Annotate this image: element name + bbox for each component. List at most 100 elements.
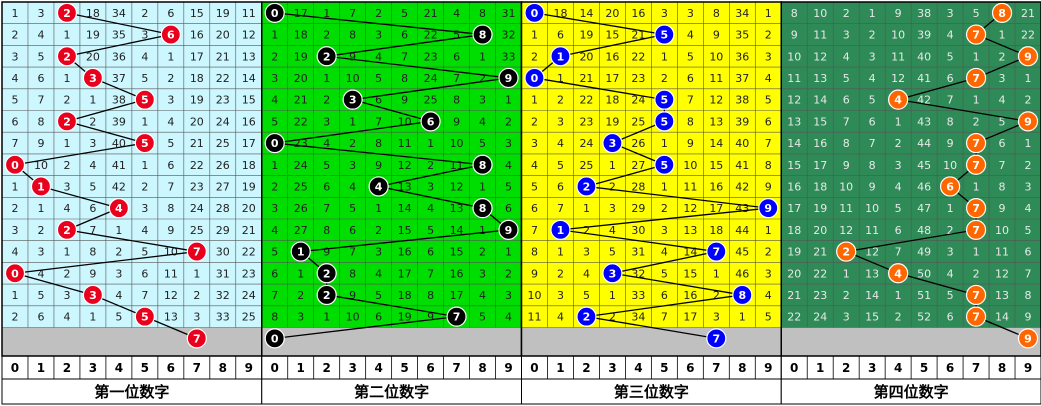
cell-value: 1 [843, 267, 850, 280]
cell-value: 1 [947, 202, 954, 215]
cell-value: 22 [813, 267, 827, 280]
cell-value: 9 [37, 137, 44, 150]
cell-value: 17 [605, 72, 619, 85]
hit-ball [524, 67, 545, 89]
cell-value: 10 [865, 202, 879, 215]
cell-value: 22 [579, 94, 593, 107]
cell-value: 3 [479, 94, 486, 107]
cell-value: 5 [427, 224, 434, 237]
cell-value: 3 [1025, 180, 1032, 193]
cell-value: 5 [947, 289, 954, 302]
cell-value: 46 [917, 180, 931, 193]
digit-label: 7 [193, 361, 201, 375]
hit-ball [550, 219, 571, 240]
cell-value: 10 [995, 224, 1009, 237]
cell-value: 46 [735, 267, 749, 280]
cell-value: 22 [190, 159, 204, 172]
cell-value: 7 [11, 137, 18, 150]
cell-value: 7 [895, 246, 902, 259]
cell-value: 19 [579, 29, 593, 42]
cell-value: 37 [735, 72, 749, 85]
cell-value: 6 [999, 137, 1006, 150]
digit-label: 9 [245, 361, 253, 375]
cell-value: 4 [687, 29, 694, 42]
cell-value: 5 [349, 202, 356, 215]
cell-value: 2 [63, 159, 70, 172]
cell-value: 13 [164, 311, 178, 324]
cell-value: 15 [242, 94, 256, 107]
cell-value: 40 [735, 137, 749, 150]
cell-value: 3 [37, 7, 44, 20]
cell-value: 3 [531, 137, 538, 150]
cell-value: 20 [242, 202, 256, 215]
hit-ball [186, 241, 207, 262]
digit-label: 0 [271, 361, 279, 375]
cell-value: 4 [583, 267, 590, 280]
cell-value: 10 [891, 29, 905, 42]
cell-value: 6 [843, 94, 850, 107]
cell-value: 1 [713, 267, 720, 280]
cell-value: 5 [141, 72, 148, 85]
cell-value: 51 [917, 289, 931, 302]
hit-ball-label: 0 [11, 267, 19, 280]
cell-value: 20 [86, 50, 100, 63]
cell-value: 6 [557, 180, 564, 193]
hit-ball-label: 8 [479, 29, 487, 42]
cell-value: 3 [323, 115, 330, 128]
cell-value: 18 [787, 224, 801, 237]
cell-value: 4 [141, 224, 148, 237]
cell-value: 6 [453, 50, 460, 63]
hit-ball-label: 5 [661, 94, 669, 107]
cell-value: 21 [216, 50, 230, 63]
cell-value: 4 [947, 267, 954, 280]
cell-value: 1 [479, 224, 486, 237]
digit-label: 1 [556, 361, 564, 375]
cell-value: 16 [190, 29, 204, 42]
hit-ball-label: 8 [998, 7, 1006, 20]
digit-label: 0 [530, 361, 538, 375]
hit-ball-label: 2 [323, 289, 331, 302]
cell-value: 2 [609, 311, 616, 324]
cell-value: 6 [895, 224, 902, 237]
cell-value: 1 [661, 50, 668, 63]
hit-ball-label: 6 [946, 180, 954, 193]
cell-value: 31 [216, 267, 230, 280]
cell-value: 6 [557, 29, 564, 42]
cell-value: 44 [917, 137, 931, 150]
cell-value: 5 [947, 50, 954, 63]
cell-value: 7 [89, 224, 96, 237]
cell-value: 2 [323, 29, 330, 42]
cell-value: 17 [813, 159, 827, 172]
hit-ball [965, 219, 987, 240]
cell-value: 37 [112, 72, 126, 85]
hit-ball [316, 284, 337, 306]
cell-value: 11 [787, 72, 801, 85]
cell-value: 1 [999, 29, 1006, 42]
cell-value: 19 [787, 246, 801, 259]
digit-label: 7 [452, 361, 460, 375]
cell-value: 18 [86, 7, 100, 20]
cell-value: 16 [450, 267, 464, 280]
hit-ball [524, 2, 545, 23]
cell-value: 14 [813, 94, 827, 107]
cell-value: 12 [995, 267, 1009, 280]
cell-value: 4 [271, 224, 278, 237]
cell-value: 23 [190, 180, 204, 193]
hit-ball [1017, 111, 1039, 132]
cell-value: 6 [375, 94, 382, 107]
digit-label: 2 [63, 361, 71, 375]
hit-ball-label: 2 [63, 50, 71, 63]
cell-value: 1 [583, 202, 590, 215]
cell-value: 11 [709, 72, 723, 85]
cell-value: 39 [917, 29, 931, 42]
hit-ball [56, 111, 78, 132]
cell-value: 40 [917, 50, 931, 63]
hit-ball-label: 9 [505, 72, 513, 85]
cell-value: 4 [895, 180, 902, 193]
cell-value: 5 [401, 7, 408, 20]
cell-value: 2 [505, 115, 512, 128]
cell-value: 8 [765, 159, 772, 172]
cell-value: 2 [89, 115, 96, 128]
cell-value: 22 [631, 50, 645, 63]
